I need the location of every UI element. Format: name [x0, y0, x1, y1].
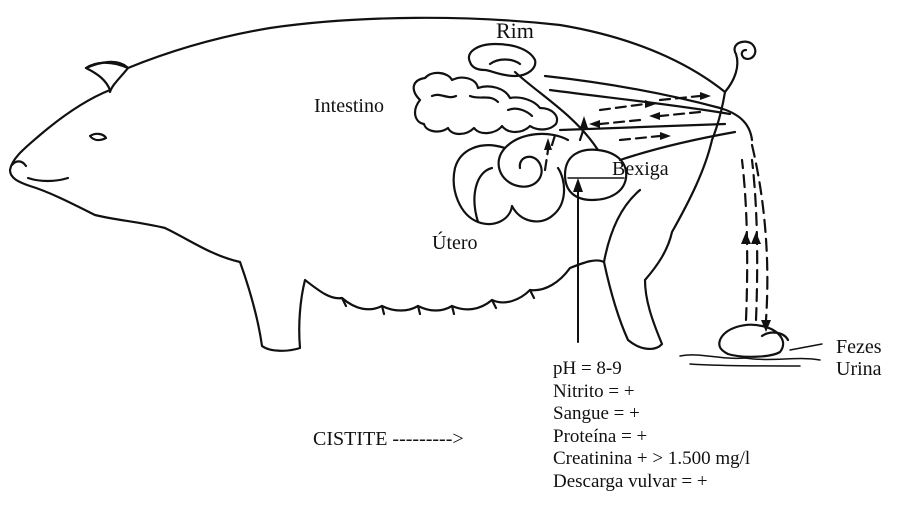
contamination-down-1 [752, 145, 767, 320]
urinalysis-results: pH = 8-9 Nitrito = + Sangue = + Proteína… [553, 358, 750, 493]
label-cistite: CISTITE ---------> [313, 428, 464, 450]
result-creatinina: Creatinina + > 1.500 mg/l [553, 448, 750, 471]
fezes-shape-2 [762, 333, 788, 340]
label-intestino: Intestino [314, 95, 384, 117]
result-proteina: Proteína = + [553, 426, 750, 449]
label-fezes: Fezes [836, 336, 882, 358]
result-ph: pH = 8-9 [553, 358, 750, 381]
pig-hind-leg [604, 190, 640, 262]
fezes-leader [790, 344, 822, 350]
fezes-shape [719, 325, 783, 357]
pig-snout [12, 161, 68, 181]
sample-pointer-head [573, 178, 583, 192]
urethra [620, 132, 735, 160]
result-descarga-vulvar: Descarga vulvar = + [553, 471, 750, 494]
ureter [515, 72, 598, 150]
pig-tail [725, 42, 755, 92]
result-sangue: Sangue = + [553, 403, 750, 426]
rim-inner [490, 60, 520, 65]
label-utero: Útero [432, 232, 478, 254]
pig-outline [10, 18, 725, 351]
label-bexiga: Bexiga [612, 158, 669, 180]
label-urina: Urina [836, 358, 882, 380]
result-nitrito: Nitrito = + [553, 381, 750, 404]
label-rim: Rim [496, 20, 534, 42]
pig-eye [90, 134, 106, 140]
intestino-organ [414, 73, 557, 134]
